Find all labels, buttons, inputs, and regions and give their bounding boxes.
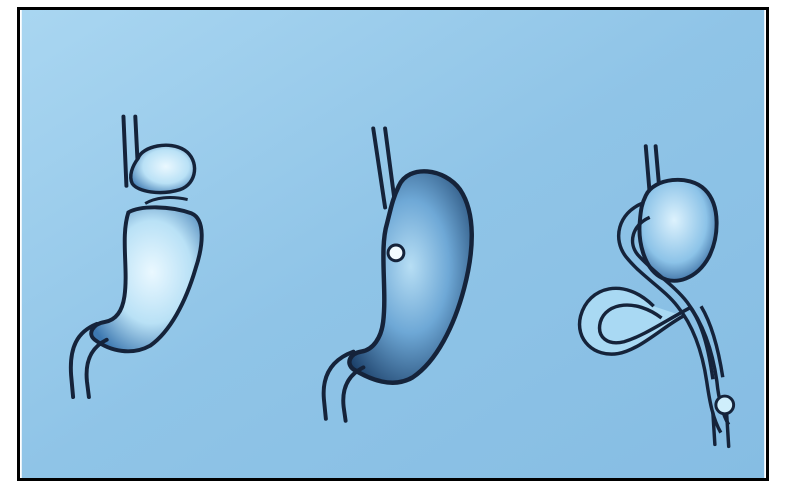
diagram-frame <box>17 7 769 481</box>
bariatric-surgery-diagram <box>20 10 766 478</box>
panel-3-anastomosis <box>716 396 734 414</box>
panel-2-gastric-band <box>388 245 404 261</box>
panel-1-upper-pouch <box>131 145 195 192</box>
